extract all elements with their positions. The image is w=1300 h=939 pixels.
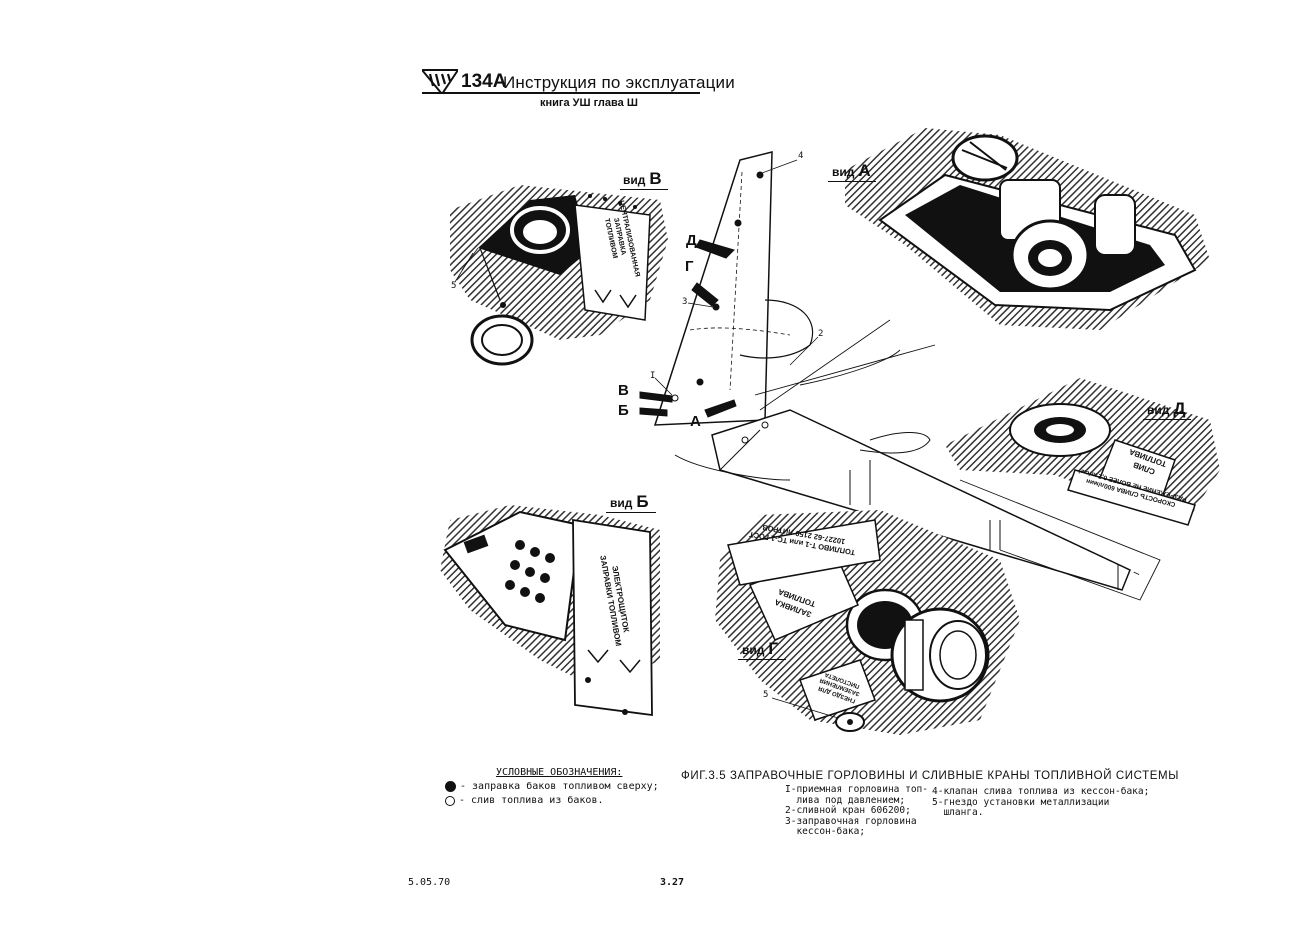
view-rule-b [606, 512, 656, 513]
callout-4: 4 [798, 151, 804, 161]
header-title: Инструкция по эксплуатации [503, 73, 735, 92]
callout-3: 3 [682, 297, 688, 307]
filled-circle-icon [445, 781, 456, 792]
arrow-label-g: Г [685, 258, 694, 275]
figure-caption: ФИГ.3.5 ЗАПРАВОЧНЫЕ ГОРЛОВИНЫ И СЛИВНЫЕ … [681, 770, 1180, 782]
legend-item-fill-label: - заправка баков топливом сверху; [460, 781, 659, 792]
view-rule-v [620, 189, 668, 190]
callout-5-bottom: 5 [763, 690, 769, 700]
legend-item-drain-label: - слив топлива из баков. [459, 795, 604, 806]
view-rule-d [1143, 419, 1191, 420]
legend-item-fill: - заправка баков топливом сверху; [445, 781, 659, 792]
view-d-panel [945, 378, 1220, 526]
arrow-label-v: В [618, 382, 629, 399]
open-circle-icon [445, 795, 455, 806]
callout-1: I [650, 371, 656, 381]
header-rule [422, 92, 700, 94]
view-arrows [639, 239, 737, 418]
footer-page-number: 3.27 [660, 877, 685, 888]
callout-5-top: 5 [451, 281, 457, 291]
view-v-panel [450, 185, 668, 366]
header-subtitle: книга УШ глава Ш [540, 97, 638, 109]
header-code: 134А [461, 71, 507, 92]
legend-title: УСЛОВНЫЕ ОБОЗНАЧЕНИЯ: [496, 767, 623, 778]
callout-leaders [454, 159, 839, 719]
view-b-panel [440, 505, 660, 717]
arrow-label-a: А [690, 413, 701, 430]
footer-date: 5.05.70 [408, 877, 451, 888]
arrow-label-d: Д [686, 232, 697, 249]
notes-left: I-приемная горловина топ- лива под давле… [785, 784, 928, 837]
logo [419, 68, 460, 96]
notes-right: 4-клапан слива топлива из кессон-бака; 5… [932, 786, 1150, 818]
arrow-label-b: Б [618, 402, 629, 419]
view-rule-a [828, 181, 876, 182]
view-a-panel [845, 128, 1210, 330]
view-rule-g [738, 659, 786, 660]
aircraft-tail-drawing [653, 151, 1161, 601]
legend-item-drain: - слив топлива из баков. [445, 795, 604, 806]
view-g-panel [715, 510, 1020, 735]
callout-2: 2 [818, 329, 824, 339]
